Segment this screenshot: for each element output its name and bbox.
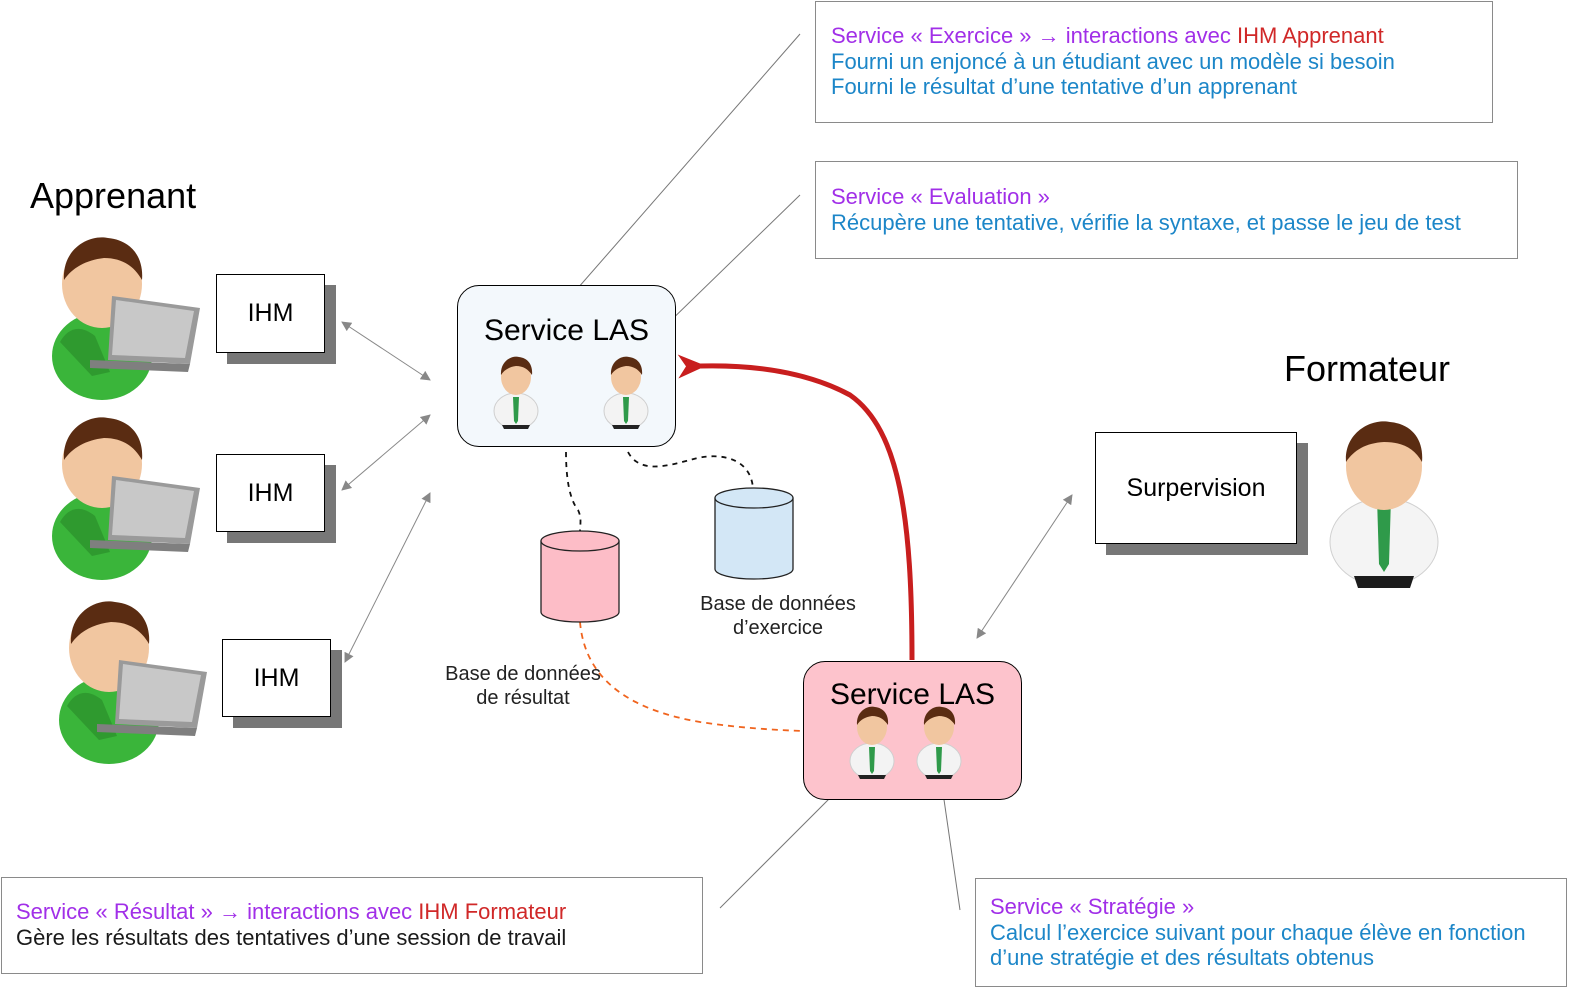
note-strategie-line2: Calcul l’exercice suivant pour chaque él… — [990, 919, 1526, 945]
note-strategie-service: Service « Stratégie » — [990, 894, 1195, 919]
trainer-icon — [1329, 421, 1439, 588]
note-resultat-service: Service « Résultat » → interactions avec — [16, 899, 419, 924]
db-exercice-label-line2: d’exercice — [732, 617, 824, 639]
learner-laptop-icon — [52, 237, 200, 400]
learner-laptop-icon — [52, 417, 200, 580]
db-resultat-label-line1: Base de données — [445, 663, 601, 685]
service-agent-icon — [493, 356, 539, 429]
main-arrow-las-bottom-to-top — [677, 354, 915, 661]
note-exercice-service: Service « Exercice » → interactions avec — [831, 23, 1237, 48]
db-exercice-label: Base de données d’exercice — [688, 592, 868, 640]
note-resultat-line2: Gère les résultats des tentatives d’une … — [16, 924, 567, 950]
note-evaluation-service: Service « Evaluation » — [831, 184, 1050, 209]
note-exercice-line3: Fourni le résultat d’une tentative d’un … — [831, 74, 1297, 99]
arrow-ihm1-las — [341, 321, 431, 381]
db-resultat-cylinder — [540, 530, 620, 623]
ihm-box-3[interactable]: IHM — [222, 639, 331, 717]
service-agent-icon — [916, 706, 962, 779]
service-las-top-title: Service LAS — [483, 314, 650, 347]
arrow-ihm2-las — [341, 414, 431, 491]
note-resultat: Service « Résultat » → interactions avec… — [1, 877, 703, 974]
service-las-bottom[interactable]: Service LAS — [803, 661, 1022, 800]
note-exercice-line1: Service « Exercice » → interactions avec… — [831, 23, 1477, 49]
supervision-box[interactable]: Surpervision — [1095, 432, 1297, 544]
note-resultat-line1: Service « Résultat » → interactions avec… — [16, 899, 688, 925]
note-exercice: Service « Exercice » → interactions avec… — [815, 1, 1493, 123]
service-agent-icon — [849, 706, 895, 779]
note-exercice-ihm: IHM Apprenant — [1236, 23, 1384, 48]
db-resultat-label: Base de données de résultat — [433, 662, 613, 710]
service-las-bottom-title: Service LAS — [829, 678, 996, 711]
apprenant-title: Apprenant — [30, 175, 197, 216]
formateur-title: Formateur — [1284, 348, 1451, 389]
note-strategie-line3: d’une stratégie et des résultats obtenus — [990, 945, 1375, 970]
note-evaluation: Service « Evaluation » Récupère une tent… — [815, 161, 1518, 259]
learner-laptop-icon — [59, 601, 207, 764]
arrow-ihm3-las — [344, 492, 431, 663]
db-resultat-label-line2: de résultat — [476, 687, 570, 709]
arrow-supervision-las — [976, 494, 1073, 639]
db-exercice-label-line1: Base de données — [700, 593, 856, 615]
note-exercice-line2: Fourni un enjoncé à un étudiant avec un … — [831, 48, 1395, 74]
db-exercice-cylinder — [714, 487, 794, 580]
ihm-box-1[interactable]: IHM — [216, 274, 325, 353]
note-resultat-ihm: IHM Formateur — [418, 899, 567, 924]
ihm-box-2[interactable]: IHM — [216, 454, 325, 532]
dashed-link-las-db-resultat — [565, 451, 582, 533]
dashed-link-las-db-exercice — [627, 451, 754, 489]
service-agent-icon — [603, 356, 649, 429]
note-evaluation-line2: Récupère une tentative, vérifie la synta… — [831, 209, 1461, 235]
note-strategie: Service « Stratégie » Calcul l’exercice … — [975, 878, 1567, 987]
